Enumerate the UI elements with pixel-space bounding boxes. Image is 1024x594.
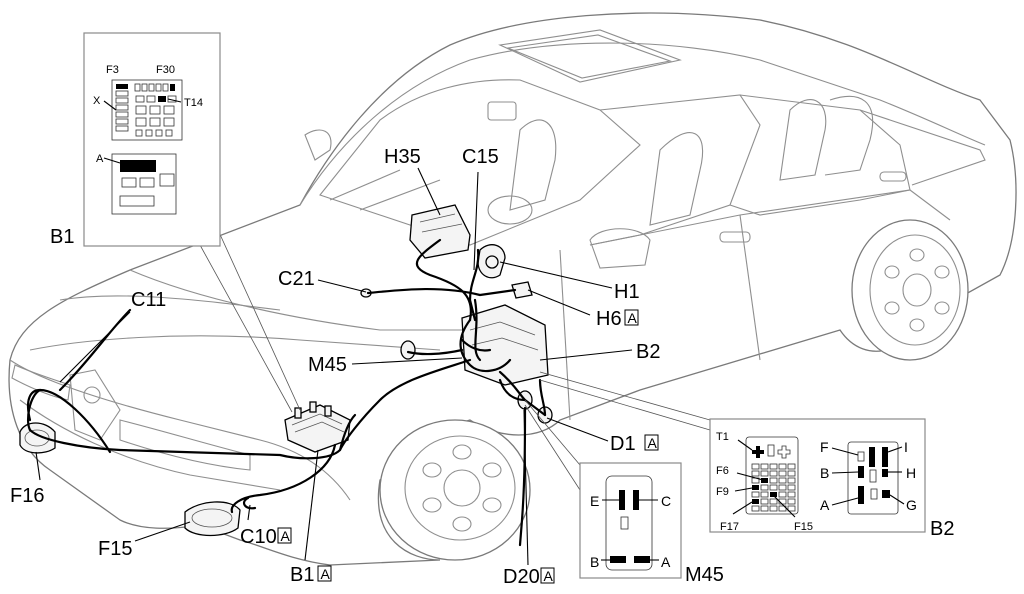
- component-h35-unit: [409, 204, 471, 259]
- inset-b1-label-t14: T14: [184, 97, 203, 109]
- inset-b2-label-f15: F15: [794, 521, 813, 533]
- inset-b2-label-b: B: [820, 465, 829, 481]
- component-f16-foglamp: [19, 422, 56, 454]
- label-d20-suffix: A: [544, 568, 554, 584]
- inset-b2: B2 T1 F6 F9 F17 F15: [709, 418, 954, 540]
- inset-b2-label-a: A: [820, 497, 830, 513]
- label-c11: C11: [131, 289, 166, 311]
- label-m45: M45: [308, 354, 347, 376]
- label-d20: D20: [503, 566, 540, 588]
- label-h6-group: H6 A: [596, 308, 639, 330]
- inset-b1-fuse-panel: [103, 79, 183, 141]
- wiring-harness: [26, 238, 547, 547]
- label-h35: H35: [384, 146, 421, 168]
- label-b2: B2: [636, 341, 660, 363]
- inset-b1-title: B1: [50, 226, 74, 248]
- car-illustration: [8, 12, 1017, 566]
- label-c10-suffix: A: [281, 528, 291, 544]
- label-b1-suffix: A: [321, 566, 331, 582]
- inset-b2-label-f17: F17: [720, 521, 739, 533]
- rear-wheel: [851, 219, 969, 361]
- inset-b1-label-f30: F30: [156, 64, 175, 76]
- label-c10-group: C10 A: [240, 526, 292, 548]
- label-c10: C10: [240, 526, 277, 548]
- component-h1-actuator: [477, 244, 506, 279]
- leader-lines: [35, 167, 711, 566]
- component-m45: [400, 340, 416, 360]
- inset-m45-connector: [601, 475, 659, 571]
- inset-b1-label-x: X: [93, 95, 101, 107]
- inset-b2-label-f: F: [820, 439, 829, 455]
- label-d1-suffix: A: [648, 435, 658, 451]
- label-d1-group: D1 A: [610, 433, 659, 455]
- label-d20-group: D20 A: [503, 566, 555, 588]
- inset-b2-label-i: I: [904, 439, 908, 455]
- callout-labels: H35 C15 C21 C11 H1 H6 A M45 B2 D1 A D20 …: [10, 146, 660, 588]
- component-f15-foglamp: [184, 501, 241, 537]
- inset-b1: B1 F3 F30 X T14 A: [50, 32, 221, 248]
- component-b2-fusebox: [461, 304, 549, 386]
- front-wheel: [379, 419, 531, 561]
- label-f15: F15: [98, 538, 132, 560]
- inset-b2-label-h: H: [906, 465, 916, 481]
- inset-b1-connector-a: [103, 153, 177, 215]
- inset-b2-title: B2: [930, 518, 954, 540]
- label-b1: B1: [290, 564, 314, 586]
- inset-m45: M45 E C B A: [579, 462, 724, 586]
- inset-b1-label-a: A: [96, 153, 104, 165]
- label-h1: H1: [614, 281, 640, 303]
- inset-b1-label-f3: F3: [106, 64, 119, 76]
- label-c15: C15: [462, 146, 499, 168]
- inset-m45-label-b: B: [590, 554, 599, 570]
- inset-b2-relay-connector: [831, 441, 905, 515]
- label-f16: F16: [10, 485, 44, 507]
- inset-b2-fuse-block: [732, 436, 799, 518]
- inset-m45-title: M45: [685, 564, 724, 586]
- component-b1-fusebox: [284, 401, 351, 453]
- inset-b2-label-f9: F9: [716, 486, 729, 498]
- inset-b2-label-g: G: [906, 497, 917, 513]
- inset-m45-label-a: A: [661, 554, 671, 570]
- inset-m45-label-c: C: [661, 493, 671, 509]
- label-d1: D1: [610, 433, 636, 455]
- inset-b2-label-t1: T1: [716, 431, 729, 443]
- label-h6-suffix: A: [628, 310, 638, 326]
- inset-b2-label-f6: F6: [716, 465, 729, 477]
- label-c21: C21: [278, 268, 315, 290]
- label-b1-group: B1 A: [290, 564, 332, 586]
- component-h6-connector: [511, 281, 533, 299]
- label-h6: H6: [596, 308, 622, 330]
- inset-m45-label-e: E: [590, 493, 599, 509]
